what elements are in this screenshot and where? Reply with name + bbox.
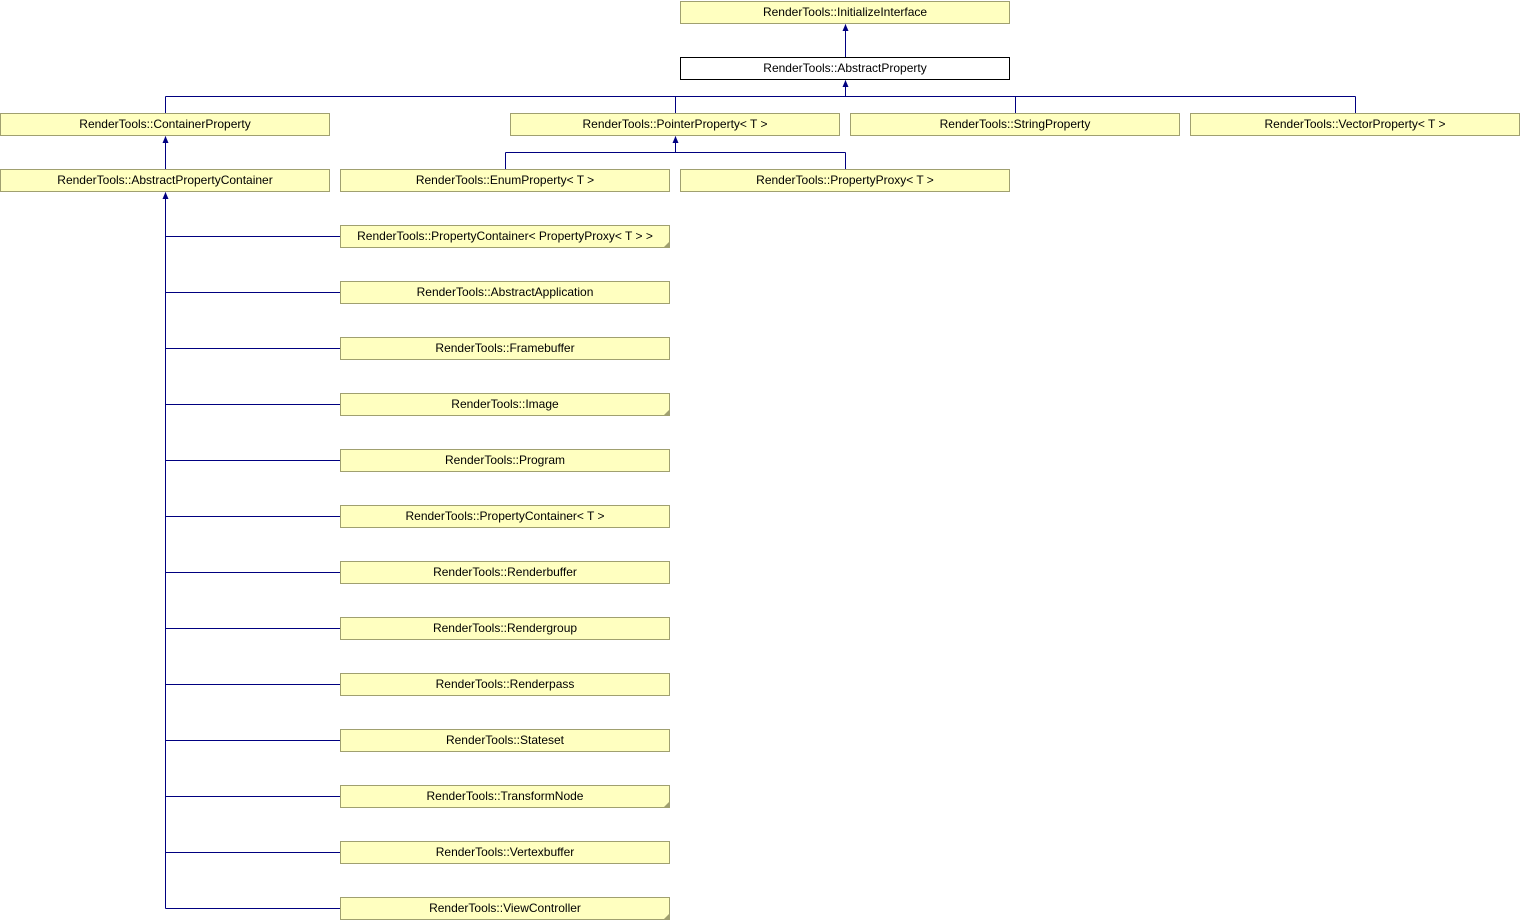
node-container-property[interactable]: RenderTools::ContainerProperty — [0, 113, 330, 136]
node-container-child[interactable]: RenderTools::ViewController — [340, 897, 670, 920]
node-label: RenderTools::Renderbuffer — [433, 565, 577, 579]
truncated-corner-icon — [664, 410, 669, 415]
node-label: RenderTools::Image — [451, 397, 559, 411]
node-container-child[interactable]: RenderTools::PropertyContainer< Property… — [340, 225, 670, 248]
node-container-child[interactable]: RenderTools::Renderpass — [340, 673, 670, 696]
node-container-child[interactable]: RenderTools::AbstractApplication — [340, 281, 670, 304]
node-container-child[interactable]: RenderTools::Renderbuffer — [340, 561, 670, 584]
node-property-proxy[interactable]: RenderTools::PropertyProxy< T > — [680, 169, 1010, 192]
node-container-child[interactable]: RenderTools::Image — [340, 393, 670, 416]
inheritance-arrow-icon — [672, 136, 679, 143]
node-label: RenderTools::ViewController — [429, 901, 581, 915]
node-container-child[interactable]: RenderTools::PropertyContainer< T > — [340, 505, 670, 528]
node-label: RenderTools::Program — [444, 453, 566, 467]
inheritance-arrow-icon — [162, 136, 169, 143]
node-container-child[interactable]: RenderTools::Rendergroup — [340, 617, 670, 640]
node-abstract-property-container[interactable]: RenderTools::AbstractPropertyContainer — [0, 169, 330, 192]
node-pointer-property[interactable]: RenderTools::PointerProperty< T > — [510, 113, 840, 136]
node-label: RenderTools::Renderpass — [435, 677, 575, 691]
truncated-corner-icon — [664, 802, 669, 807]
node-container-child[interactable]: RenderTools::Program — [340, 449, 670, 472]
node-abstract-property: RenderTools::AbstractProperty — [680, 57, 1010, 80]
truncated-corner-icon — [664, 914, 669, 919]
node-label: RenderTools::Framebuffer — [435, 341, 575, 355]
node-label: RenderTools::Rendergroup — [432, 621, 578, 635]
node-container-child[interactable]: RenderTools::Stateset — [340, 729, 670, 752]
node-label: RenderTools::TransformNode — [426, 789, 584, 803]
node-enum-property[interactable]: RenderTools::EnumProperty< T > — [340, 169, 670, 192]
node-label: RenderTools::PropertyContainer< T > — [405, 509, 605, 523]
truncated-corner-icon — [664, 242, 669, 247]
node-label: RenderTools::AbstractApplication — [416, 285, 594, 299]
node-initialize-interface[interactable]: RenderTools::InitializeInterface — [680, 1, 1010, 24]
inheritance-arrow-icon — [842, 24, 849, 31]
node-label: RenderTools::PropertyContainer< Property… — [357, 229, 653, 243]
node-container-child[interactable]: RenderTools::Vertexbuffer — [340, 841, 670, 864]
node-vector-property[interactable]: RenderTools::VectorProperty< T > — [1190, 113, 1520, 136]
node-container-child[interactable]: RenderTools::TransformNode — [340, 785, 670, 808]
node-label: RenderTools::Stateset — [445, 733, 565, 747]
node-string-property[interactable]: RenderTools::StringProperty — [850, 113, 1180, 136]
node-container-child[interactable]: RenderTools::Framebuffer — [340, 337, 670, 360]
inheritance-arrow-icon — [162, 192, 169, 199]
inheritance-arrow-icon — [842, 80, 849, 87]
node-label: RenderTools::Vertexbuffer — [435, 845, 575, 859]
